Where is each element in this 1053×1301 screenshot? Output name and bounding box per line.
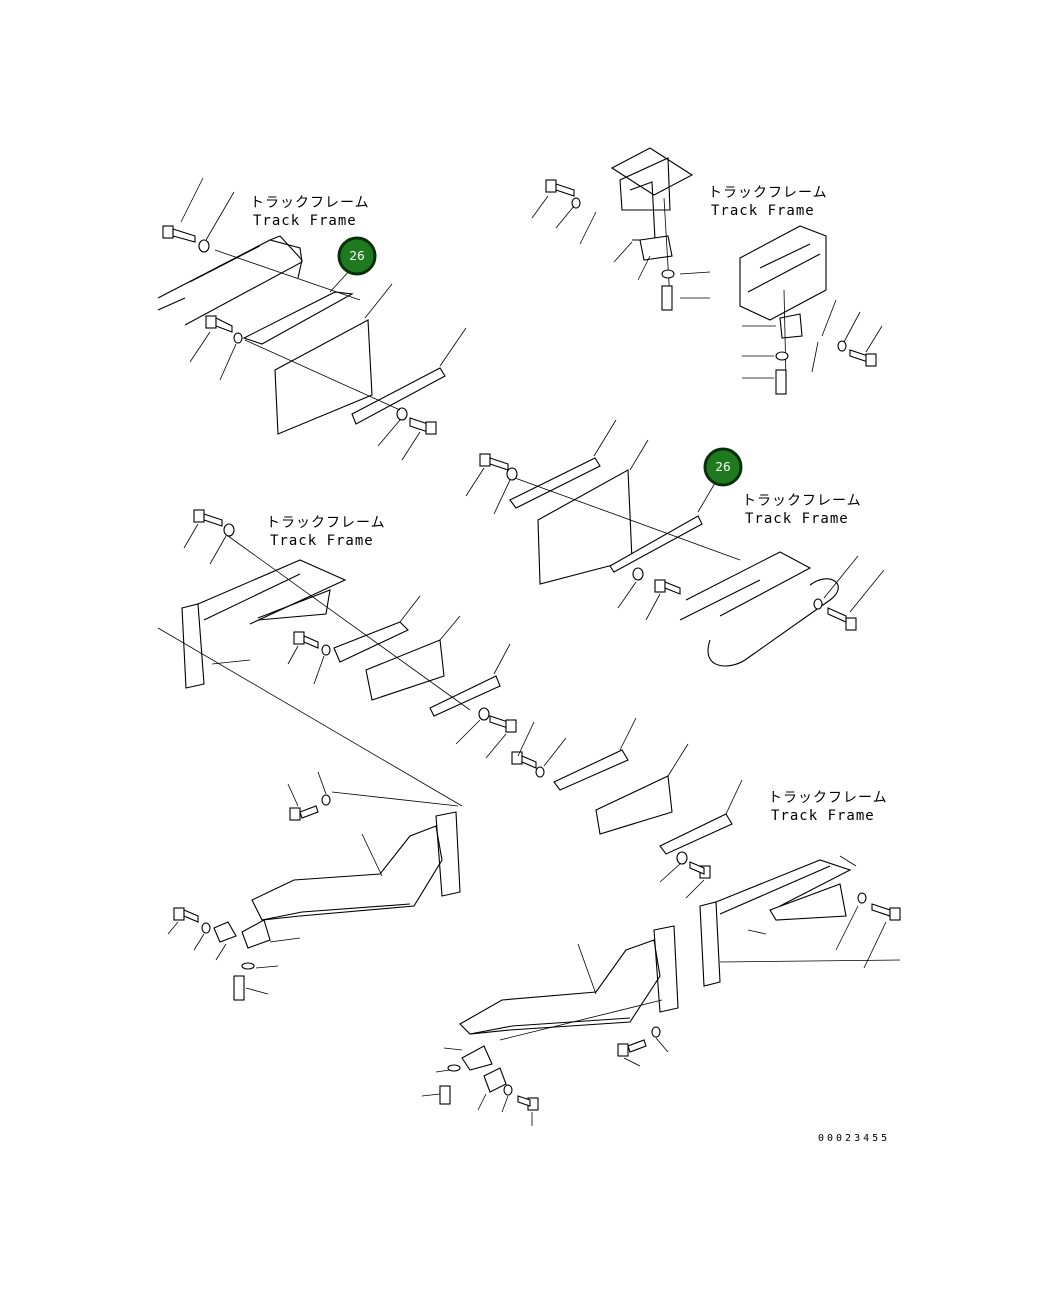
frame-label-en: Track Frame [711, 203, 815, 219]
frame-label-en: Track Frame [771, 808, 875, 824]
frame-label-2: トラックフレーム Track Frame [708, 185, 828, 219]
assembly-middle-right [465, 419, 885, 667]
frame-label-jp: トラックフレーム [708, 185, 828, 201]
callout-26-top[interactable]: 26 [337, 236, 377, 276]
frame-label-1: トラックフレーム Track Frame [250, 195, 370, 229]
frame-label-en: Track Frame [270, 533, 374, 549]
assembly-top-right [531, 147, 883, 395]
frame-label-3: トラックフレーム Track Frame [742, 493, 862, 527]
frame-label-jp: トラックフレーム [768, 790, 888, 806]
washer [198, 239, 210, 253]
frame-label-en: Track Frame [745, 511, 849, 527]
frame-label-4: トラックフレーム Track Frame [266, 515, 386, 549]
assembly-bottom-left [167, 771, 461, 1001]
assembly-top-left [157, 177, 467, 461]
frame-label-jp: トラックフレーム [266, 515, 386, 531]
frame-label-en: Track Frame [253, 213, 357, 229]
assembly-middle-left [157, 509, 517, 807]
frame-label-jp: トラックフレーム [250, 195, 370, 211]
document-id: 00023455 [818, 1133, 890, 1144]
frame-label-5: トラックフレーム Track Frame [768, 790, 888, 824]
frame-label-jp: トラックフレーム [742, 493, 862, 509]
callout-badge[interactable] [703, 447, 743, 487]
assembly-bottom-right [421, 717, 901, 1126]
callout-badge[interactable] [337, 236, 377, 276]
bolt [162, 225, 196, 243]
callout-26-middle[interactable]: 26 [703, 447, 743, 487]
